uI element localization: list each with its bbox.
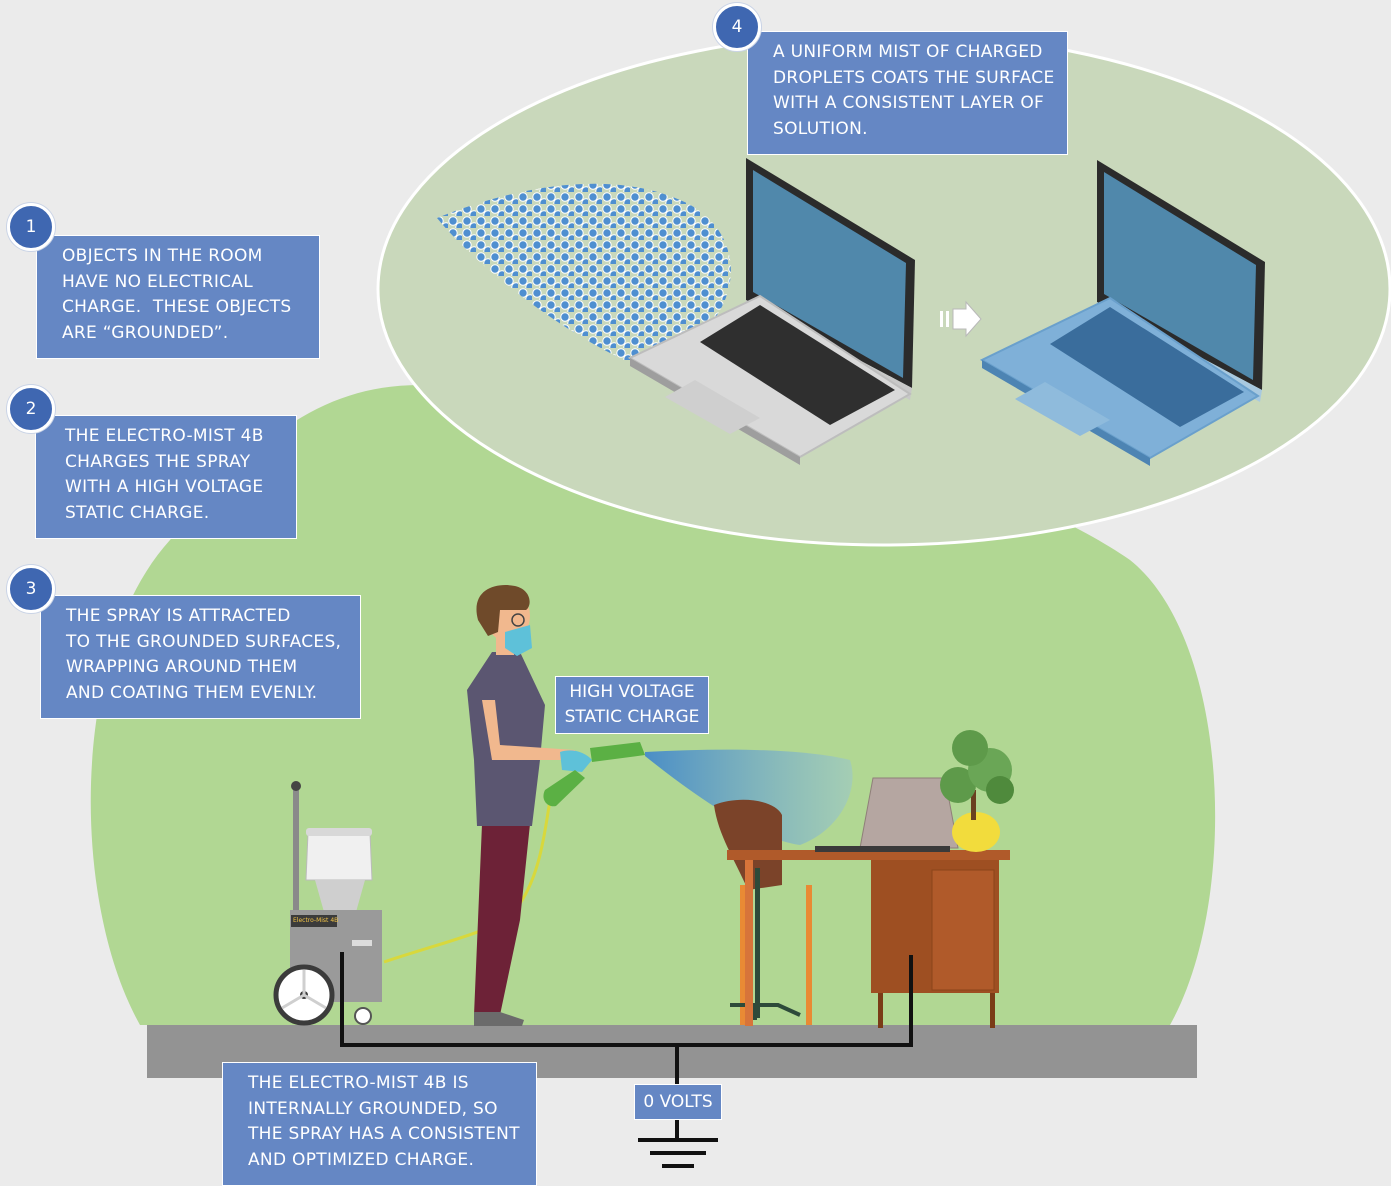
step-3-badge: 3 xyxy=(7,565,55,613)
high-voltage-label: HIGH VOLTAGE STATIC CHARGE xyxy=(555,676,709,734)
desk xyxy=(727,850,1010,1028)
step-4-box: A UNIFORM MIST OF CHARGED DROPLETS COATS… xyxy=(747,31,1068,155)
spray-cone xyxy=(645,749,853,845)
step-3-box: THE SPRAY IS ATTRACTED TO THE GROUNDED S… xyxy=(40,595,361,719)
grounding-line-2: INTERNALLY GROUNDED, SO xyxy=(248,1098,498,1119)
step-4-badge: 4 xyxy=(713,3,761,51)
grounding-line-3: THE SPRAY HAS A CONSISTENT xyxy=(248,1124,520,1144)
step-2-line-4: STATIC CHARGE. xyxy=(65,502,210,523)
step-2-line-2: CHARGES THE SPRAY xyxy=(65,451,251,472)
step-1-line-2: HAVE NO ELECTRICAL xyxy=(62,271,254,292)
arrow-icon xyxy=(940,300,982,338)
step-3-line-3: WRAPPING AROUND THEM xyxy=(66,657,298,677)
step-2-box: THE ELECTRO-MIST 4B CHARGES THE SPRAY WI… xyxy=(35,415,297,539)
potted-plant xyxy=(940,730,1014,852)
high-voltage-line-2: STATIC CHARGE xyxy=(564,707,700,727)
step-1-line-1: OBJECTS IN THE ROOM xyxy=(62,246,263,266)
step-2-line-1: THE ELECTRO-MIST 4B xyxy=(65,426,264,446)
step-1-badge: 1 xyxy=(7,203,55,251)
spray-gun xyxy=(543,742,645,807)
step-2-badge: 2 xyxy=(7,385,55,433)
grounding-line-1: THE ELECTRO-MIST 4B IS xyxy=(248,1073,469,1093)
laptop-coated xyxy=(979,160,1265,466)
step-3-line-2: TO THE GROUNDED SURFACES, xyxy=(66,631,342,652)
electro-mist-machine xyxy=(273,781,382,1026)
step-4-line-3: WITH A CONSISTENT LAYER OF xyxy=(773,93,1045,113)
step-4-line-1: A UNIFORM MIST OF CHARGED xyxy=(773,42,1043,62)
zero-volts-text: 0 VOLTS xyxy=(643,1092,713,1112)
grounding-note-box: THE ELECTRO-MIST 4B IS INTERNALLY GROUND… xyxy=(222,1062,537,1186)
grounding-line-4: AND OPTIMIZED CHARGE. xyxy=(248,1149,475,1170)
step-1-box: OBJECTS IN THE ROOM HAVE NO ELECTRICAL C… xyxy=(36,235,320,359)
droplet-cloud xyxy=(437,183,731,364)
zero-volts-label: 0 VOLTS xyxy=(634,1084,722,1120)
technician xyxy=(467,585,592,1026)
high-voltage-line-1: HIGH VOLTAGE xyxy=(569,682,695,702)
step-1-line-4: ARE “GROUNDED”. xyxy=(62,322,229,343)
ground-wire xyxy=(340,952,913,1088)
step-3-line-1: THE SPRAY IS ATTRACTED xyxy=(66,606,291,626)
machine-brand-label: Electro-Mist 4B xyxy=(293,917,339,924)
desk-laptop xyxy=(815,777,959,852)
step-2-line-3: WITH A HIGH VOLTAGE xyxy=(65,477,264,497)
laptop-uncoated xyxy=(627,158,915,465)
step-4-line-2: DROPLETS COATS THE SURFACE xyxy=(773,67,1055,88)
ground-symbol-icon xyxy=(638,1120,718,1168)
step-1-line-3: CHARGE. THESE OBJECTS xyxy=(62,297,292,317)
step-3-line-4: AND COATING THEM EVENLY. xyxy=(66,682,318,703)
step-4-line-4: SOLUTION. xyxy=(773,118,868,139)
